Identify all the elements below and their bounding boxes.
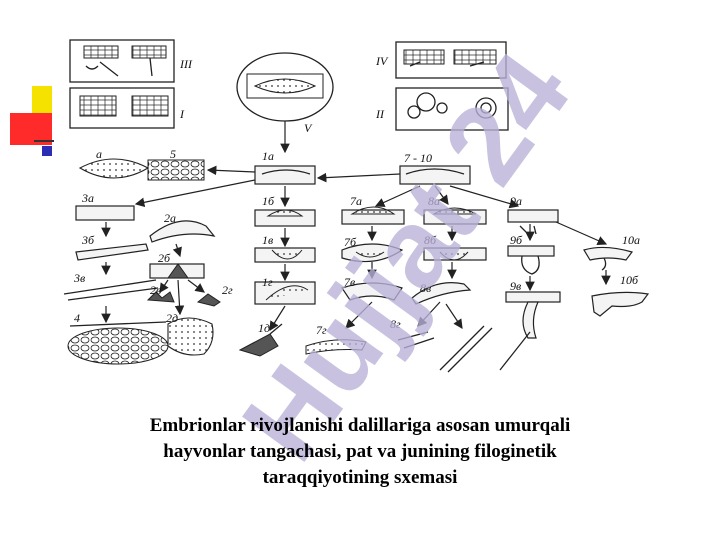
stage-2g: 2г <box>196 283 233 307</box>
phylogeny-diagram: III I V IV <box>63 39 650 373</box>
label-panel-iv: IV <box>375 54 389 68</box>
stage-7v: 7в <box>341 275 403 301</box>
label-2b: 2б <box>158 251 171 265</box>
label-2v: 2в <box>150 283 161 297</box>
label-panel-i: I <box>179 107 185 121</box>
stage-8a: 8a <box>423 194 487 225</box>
stage-2d: 2д <box>166 311 214 356</box>
label-7b: 7б <box>344 235 357 249</box>
stage-1a: 1a <box>254 149 316 185</box>
panel-i: I <box>69 87 185 129</box>
panel-iii: III <box>69 39 193 83</box>
label-8v: 8в <box>420 281 431 295</box>
deco-line <box>34 140 54 142</box>
stage-3b: 3б <box>75 233 149 261</box>
label-1d: 1д <box>258 321 270 335</box>
label-10a: 10a <box>622 233 640 247</box>
label-9b: 9б <box>510 233 523 247</box>
label-7-10: 7 - 10 <box>404 151 432 165</box>
panel-iv: IV <box>375 41 507 79</box>
stage-10a: 10a <box>583 233 640 271</box>
label-5: 5 <box>170 147 176 161</box>
stage-3v: 3в <box>63 271 159 301</box>
stage-8v: 8в <box>411 281 472 305</box>
stage-2b: 2б <box>149 251 205 279</box>
stage-1b: 1б <box>254 194 316 227</box>
stage-9a: 9a <box>507 194 559 235</box>
panel-v: V <box>236 52 334 154</box>
label-a: a <box>96 147 102 161</box>
deco-red-block <box>10 113 52 145</box>
label-1g: 1г <box>262 275 273 289</box>
label-4: 4 <box>74 311 80 325</box>
stage-a: a <box>78 147 150 179</box>
label-10b: 10б <box>620 273 639 287</box>
label-7v: 7в <box>344 275 355 289</box>
label-2g: 2г <box>222 283 233 297</box>
stage-4: 4 <box>67 311 169 365</box>
label-2d: 2д <box>166 311 178 325</box>
stage-8g: 8г <box>390 317 531 373</box>
label-3a: 3a <box>81 191 94 205</box>
label-panel-iii: III <box>179 57 193 71</box>
caption-line-1: Embrionlar rivojlanishi dalillariga asos… <box>149 415 571 436</box>
caption: Embrionlar rivojlanishi dalillariga asos… <box>90 413 630 491</box>
label-panel-ii: II <box>375 107 385 121</box>
stage-1v: 1в <box>254 233 316 263</box>
stage-7a: 7a <box>341 194 405 225</box>
label-7a: 7a <box>350 194 362 208</box>
panel-ii: II <box>375 87 509 131</box>
label-1b: 1б <box>262 194 275 208</box>
stage-10b: 10б <box>591 273 650 317</box>
deco-blue-block <box>42 146 52 156</box>
stage-1g: 1г <box>254 275 316 305</box>
stage-7b: 7б <box>341 235 404 263</box>
label-7g: 7г <box>316 323 327 337</box>
label-3v: 3в <box>73 271 85 285</box>
stage-7-10: 7 - 10 <box>399 151 471 185</box>
deco-yellow-block <box>32 86 52 114</box>
stage-1d: 1д <box>238 321 283 357</box>
label-9a: 9a <box>510 194 522 208</box>
stage-7g: 7г <box>305 323 367 355</box>
label-9v: 9в <box>510 279 521 293</box>
label-8a: 8a <box>428 194 440 208</box>
label-8b: 8б <box>424 233 437 247</box>
label-1a: 1a <box>262 149 274 163</box>
label-panel-v: V <box>304 121 313 135</box>
label-2a: 2a <box>164 211 176 225</box>
stage-8b: 8б <box>423 233 487 261</box>
caption-line-2: hayvonlar tangachasi, pat va junining fi… <box>163 441 557 462</box>
stage-9v: 9в <box>505 279 561 339</box>
stage-3a: 3a <box>75 191 135 221</box>
label-3b: 3б <box>81 233 95 247</box>
label-8g: 8г <box>390 317 401 331</box>
stage-2v: 2в <box>146 283 175 303</box>
stage-2a: 2a <box>149 211 216 243</box>
stage-9b: 9б <box>507 233 555 275</box>
label-1v: 1в <box>262 233 273 247</box>
stage-5: 5 <box>147 147 205 181</box>
caption-line-3: taraqqiyotining sxemasi <box>262 467 458 488</box>
